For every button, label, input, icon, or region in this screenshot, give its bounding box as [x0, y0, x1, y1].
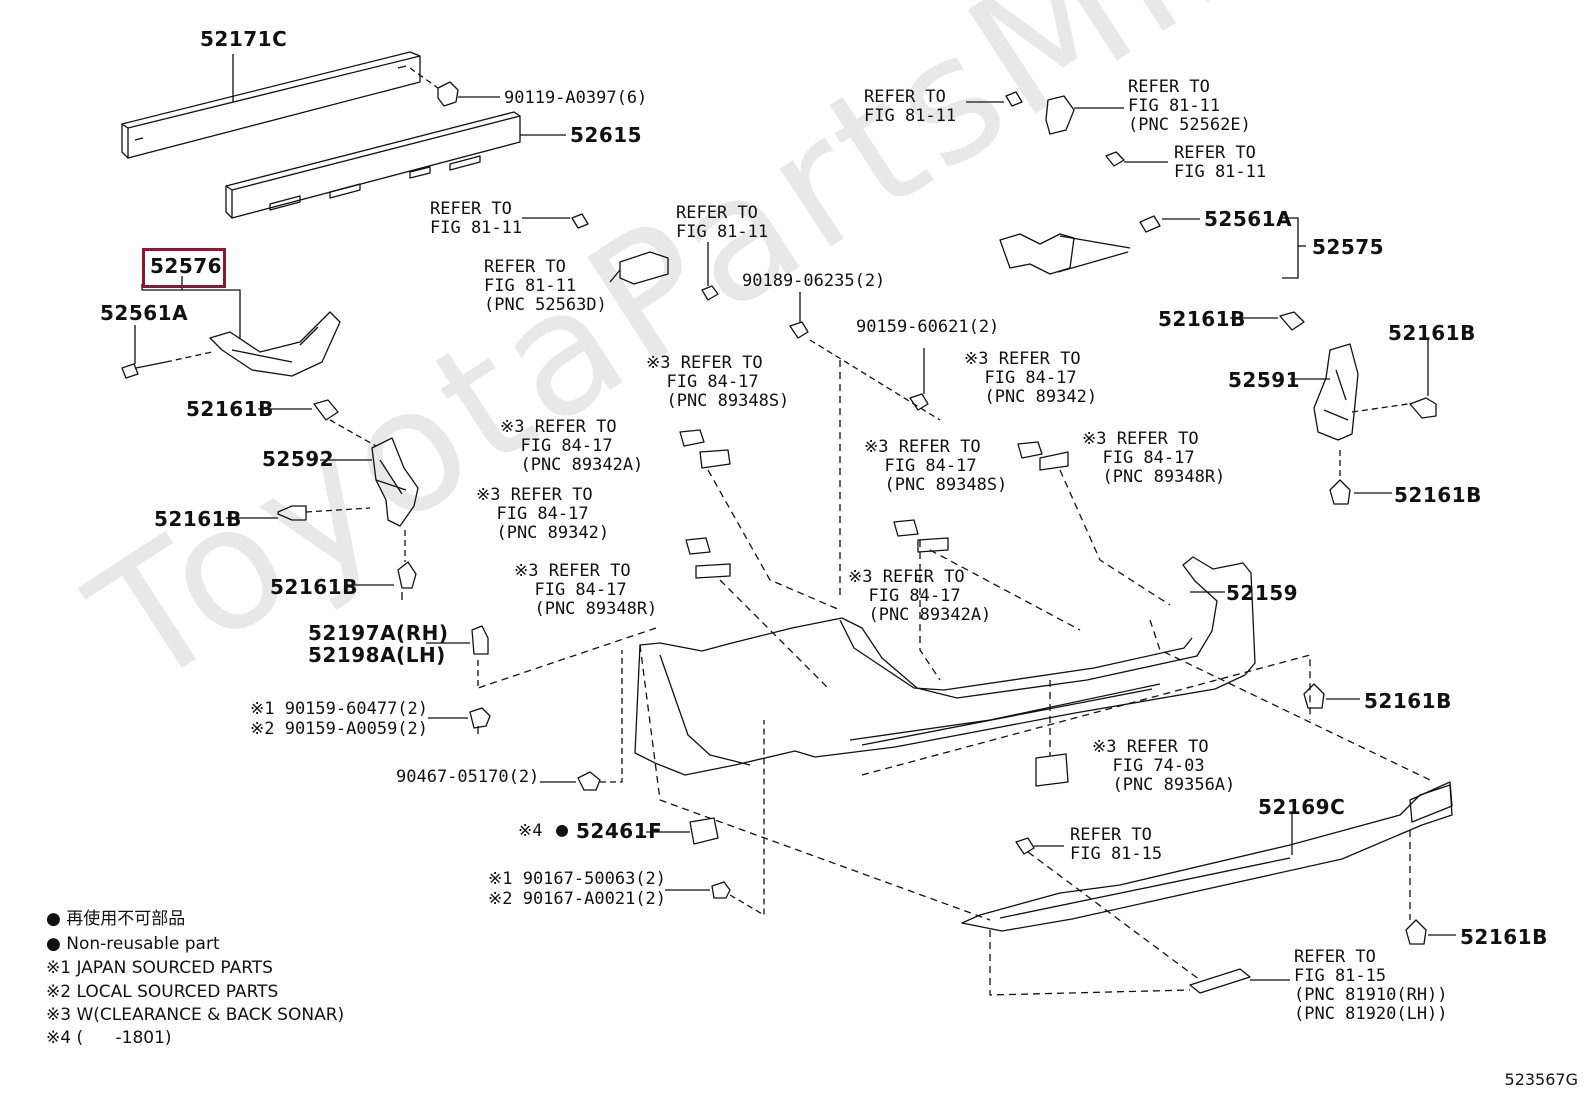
legend-line-2: ● Non-reusable part	[46, 934, 220, 954]
refer-note[interactable]: REFER TO FIG 81-11 (PNC 52562E)	[1128, 77, 1251, 135]
refer-note[interactable]: ※3 REFER TO FIG 84-17 (PNC 89348R)	[1082, 429, 1226, 487]
lower-cover-52169C	[961, 781, 1453, 932]
part-52169C[interactable]: 52169C	[1258, 795, 1346, 819]
part-52615[interactable]: 52615	[570, 123, 643, 147]
legend-line-5: ※3 W(CLEARANCE & BACK SONAR)	[46, 1005, 345, 1025]
clip-52161B-d-icon	[1230, 311, 1305, 331]
part-52161B-c[interactable]: 52161B	[270, 575, 358, 599]
part-52461F[interactable]: 52461F	[576, 819, 663, 843]
bumper-cover-52159	[634, 556, 1256, 776]
part-52161B-a[interactable]: 52161B	[186, 397, 274, 421]
refer-note[interactable]: ※3 REFER TO FIG 74-03 (PNC 89356A)	[1092, 737, 1236, 795]
part-52591[interactable]: 52591	[1228, 368, 1301, 392]
part-52561A-left[interactable]: 52561A	[100, 301, 189, 325]
refer-note[interactable]: REFER TO FIG 81-11	[1174, 143, 1267, 182]
clip-52161B-e-icon	[1351, 340, 1437, 419]
refer-note[interactable]: ※3 REFER TO FIG 84-17 (PNC 89348R)	[514, 561, 658, 619]
sonar-sensors-icon	[679, 429, 1069, 787]
bracket-52563D-icon	[522, 213, 719, 301]
clip-52161B-c-icon	[345, 530, 417, 600]
refer-note[interactable]: ※3 REFER TO FIG 84-17 (PNC 89342A)	[500, 417, 644, 475]
part-52561A-right[interactable]: 52561A	[1204, 207, 1293, 231]
fastener-90467[interactable]: 90467-05170(2)	[396, 767, 540, 787]
bracket-52562E-icon	[966, 91, 1168, 167]
clip-52161B-f-icon	[1329, 450, 1392, 505]
bracket-52591	[1290, 343, 1359, 441]
part-52592[interactable]: 52592	[262, 447, 335, 471]
energy-absorber-52615	[225, 111, 566, 219]
refer-note[interactable]: REFER TO FIG 81-11	[676, 203, 769, 242]
cover-52461F-icon	[646, 817, 719, 845]
legend-line-4: ※2 LOCAL SOURCED PARTS	[46, 982, 279, 1002]
refer-note[interactable]: REFER TO FIG 81-15	[1070, 825, 1163, 864]
part-52159[interactable]: 52159	[1226, 581, 1299, 605]
legend-line-6: ※4 ( -1801)	[46, 1028, 172, 1048]
nut-90167-icon	[665, 720, 765, 916]
clip-52161B-icon	[258, 399, 377, 447]
part-52171C[interactable]: 52171C	[200, 27, 288, 51]
clip-52161B-b-icon	[226, 505, 371, 521]
refer-note[interactable]: ※3 REFER TO FIG 84-17 (PNC 89348S)	[864, 437, 1008, 495]
part-52197A[interactable]: 52197A(RH)	[308, 621, 449, 645]
figure-code: 523567G	[1504, 1070, 1578, 1089]
part-52161B-e[interactable]: 52161B	[1388, 321, 1476, 345]
refer-note[interactable]: ※3 REFER TO FIG 84-17 (PNC 89342)	[476, 485, 610, 543]
retainer-52197A-icon	[426, 625, 489, 690]
legend-line-3: ※1 JAPAN SOURCED PARTS	[46, 958, 273, 978]
refer-note[interactable]: REFER TO FIG 81-11 (PNC 52563D)	[484, 257, 607, 315]
reflector-icon	[1189, 968, 1290, 994]
bolt-90119-icon	[409, 67, 500, 107]
fastener-90189[interactable]: 90189-06235(2)	[742, 271, 886, 291]
bolt-52561A-icon	[121, 325, 213, 379]
bolt-90159-60621-icon	[909, 348, 929, 411]
clip-90467-icon	[540, 650, 623, 791]
fastener-90159-60477[interactable]: ※1 90159-60477(2)	[250, 699, 429, 719]
fastener-90167-A0021[interactable]: ※2 90167-A0021(2)	[488, 889, 667, 909]
part-52198A[interactable]: 52198A(LH)	[308, 643, 446, 667]
refer-note[interactable]: ※3 REFER TO FIG 84-17 (PNC 89342)	[964, 349, 1098, 407]
guide-lines	[477, 360, 1431, 996]
part-52576[interactable]: 52576	[150, 254, 223, 278]
refer-note[interactable]: REFER TO FIG 81-11	[430, 199, 523, 238]
refer-note[interactable]: ※3 REFER TO FIG 84-17 (PNC 89342A)	[848, 567, 992, 625]
refer-note[interactable]: REFER TO FIG 81-11	[864, 87, 957, 126]
screw-90159-icon	[428, 707, 491, 734]
part-52161B-d[interactable]: 52161B	[1158, 307, 1246, 331]
bolt-81-15-icon	[1015, 837, 1064, 855]
fastener-90167-50063[interactable]: ※1 90167-50063(2)	[488, 869, 667, 889]
bracket-52592	[320, 437, 419, 527]
part-52161B-b[interactable]: 52161B	[154, 507, 242, 531]
clip-90189-icon	[789, 292, 941, 421]
highlight-box	[142, 248, 226, 288]
bumper-reinforcement-52171C	[121, 51, 421, 159]
refer-note[interactable]: REFER TO FIG 81-15 (PNC 81910(RH)) (PNC …	[1294, 947, 1448, 1024]
non-reusable-dot-icon: ●	[556, 817, 569, 841]
clip-52161B-h-icon	[1405, 919, 1456, 945]
clip-52161B-g-icon	[1303, 683, 1360, 709]
fastener-90119[interactable]: 90119-A0397(6)	[504, 88, 648, 108]
retainer-52575	[999, 215, 1306, 279]
part-52161B-g[interactable]: 52161B	[1364, 689, 1452, 713]
fastener-52461F-mark: ※4	[518, 821, 543, 841]
part-52161B-h[interactable]: 52161B	[1460, 925, 1548, 949]
legend-line-1: ● 再使用不可部品	[46, 909, 186, 929]
part-52161B-f[interactable]: 52161B	[1394, 483, 1482, 507]
part-52575[interactable]: 52575	[1312, 235, 1385, 259]
fastener-90159-60621[interactable]: 90159-60621(2)	[856, 317, 1000, 337]
refer-note[interactable]: ※3 REFER TO FIG 84-17 (PNC 89348S)	[646, 353, 790, 411]
fastener-90159-A0059[interactable]: ※2 90159-A0059(2)	[250, 719, 429, 739]
